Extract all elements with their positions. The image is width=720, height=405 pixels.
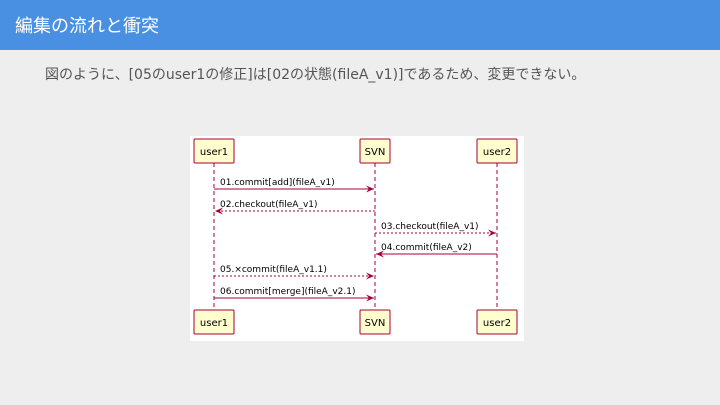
participant-top-1: SVN bbox=[359, 138, 391, 164]
arrowhead bbox=[366, 185, 374, 193]
message-6: 06.commit[merge](fileA_v2.1) bbox=[214, 287, 374, 302]
message-3: 03.checkout(fileA_v1) bbox=[375, 222, 496, 237]
message-1: 01.commit[add](fileA_v1) bbox=[214, 178, 374, 193]
participant-top-0: user1 bbox=[193, 138, 235, 164]
message-label: 04.commit(fileA_v2) bbox=[381, 243, 472, 253]
message-4: 04.commit(fileA_v2) bbox=[376, 243, 497, 258]
message-5: 05.×commit(fileA_v1.1) bbox=[214, 265, 374, 280]
participant-label: user1 bbox=[200, 147, 228, 158]
participant-bottom-2: user2 bbox=[476, 309, 518, 335]
participant-label: user2 bbox=[483, 318, 511, 329]
participant-label: user1 bbox=[200, 318, 228, 329]
message-2: 02.checkout(fileA_v1) bbox=[215, 200, 375, 215]
message-label: 01.commit[add](fileA_v1) bbox=[220, 178, 335, 188]
slide-title: 編集の流れと衝突 bbox=[15, 16, 159, 37]
message-label: 06.commit[merge](fileA_v2.1) bbox=[220, 287, 355, 297]
arrowhead bbox=[488, 229, 496, 237]
participant-top-2: user2 bbox=[476, 138, 518, 164]
participant-label: SVN bbox=[365, 318, 386, 329]
participant-bottom-0: user1 bbox=[193, 309, 235, 335]
participant-label: SVN bbox=[365, 147, 386, 158]
slide-subtitle: 図のように、[05のuser1の修正]は[02の状態(fileA_v1)]である… bbox=[45, 67, 586, 83]
arrowhead bbox=[366, 294, 374, 302]
arrowhead bbox=[376, 250, 384, 258]
sequence-diagram-svg: user1user1SVNSVNuser2user201.commit[add]… bbox=[193, 138, 518, 335]
message-label: 03.checkout(fileA_v1) bbox=[381, 222, 479, 232]
message-label: 05.×commit(fileA_v1.1) bbox=[220, 265, 327, 275]
title-bar: 編集の流れと衝突 bbox=[0, 0, 720, 50]
message-label: 02.checkout(fileA_v1) bbox=[220, 200, 318, 210]
arrowhead bbox=[215, 207, 223, 215]
participant-bottom-1: SVN bbox=[359, 309, 391, 335]
participant-label: user2 bbox=[483, 147, 511, 158]
arrowhead bbox=[366, 272, 374, 280]
